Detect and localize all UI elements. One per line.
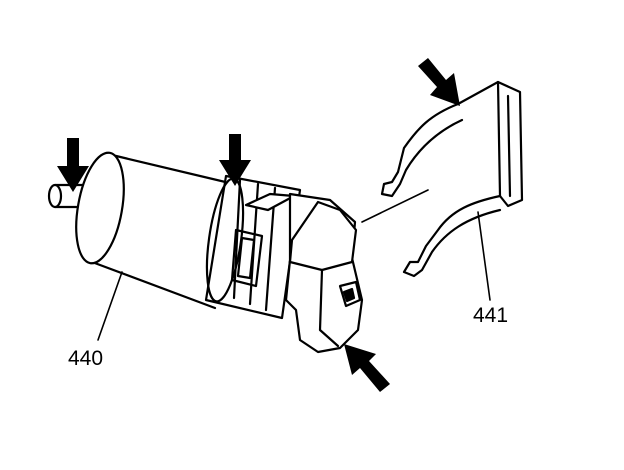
- pump-motor-body: [75, 151, 240, 310]
- leader-line-440: [97, 271, 123, 341]
- bracket-flange: [456, 80, 524, 208]
- bracket-upper-arm: [380, 102, 464, 198]
- leader-line-441: [477, 211, 491, 301]
- callout-label-pump: 440: [68, 347, 104, 370]
- callout-label-bracket: 441: [473, 304, 509, 327]
- washer-pump: [47, 151, 364, 354]
- pump-collar: [204, 174, 302, 320]
- leader-line-bracket-to-pump: [361, 189, 429, 223]
- bracket-lower-arm: [402, 194, 502, 278]
- arrow-icon: [57, 138, 89, 192]
- arrow-icon: [344, 344, 390, 392]
- arrow-icon: [219, 134, 251, 186]
- pump-outlet-head: [284, 192, 364, 354]
- mounting-bracket: [361, 80, 524, 301]
- arrow-icon: [418, 58, 460, 106]
